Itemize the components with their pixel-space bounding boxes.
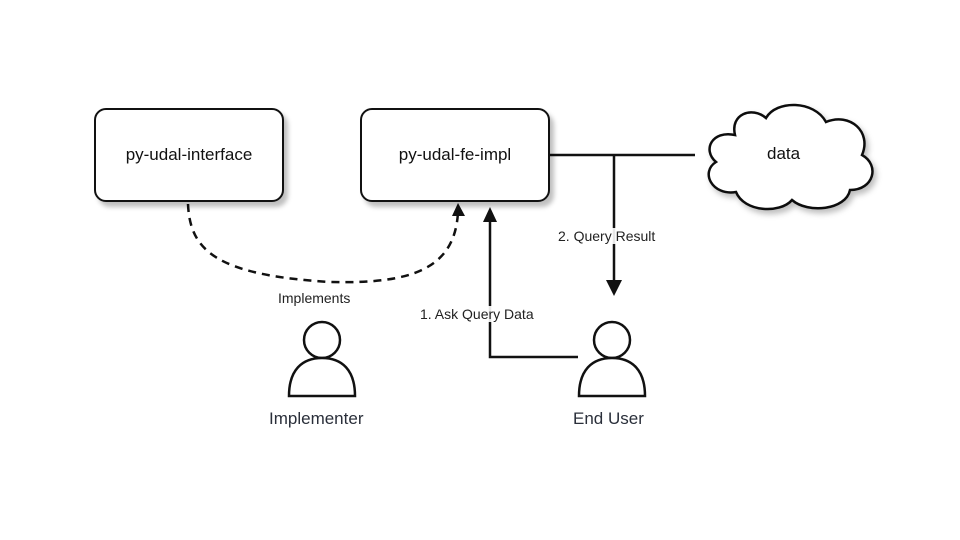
ask-query-edge-label: 1. Ask Query Data bbox=[418, 306, 536, 322]
py-udal-interface-node: py-udal-interface bbox=[94, 108, 284, 202]
implementer-actor-label: Implementer bbox=[269, 409, 364, 428]
ask-query-arrowhead bbox=[483, 207, 497, 222]
data-cloud bbox=[707, 103, 874, 211]
py-udal-interface-label: py-udal-interface bbox=[125, 145, 253, 164]
implementer-actor-icon bbox=[287, 320, 357, 398]
py-udal-fe-impl-label: py-udal-fe-impl bbox=[398, 145, 512, 164]
ask-query-edge bbox=[488, 220, 578, 359]
implements-arrowhead bbox=[452, 203, 465, 216]
implements-edge-label: Implements bbox=[276, 290, 353, 306]
end-user-actor-label: End User bbox=[573, 409, 644, 428]
query-result-arrowhead bbox=[606, 280, 622, 296]
implements-edge bbox=[186, 203, 460, 284]
data-cloud-label: data bbox=[767, 144, 801, 163]
py-udal-fe-impl-node: py-udal-fe-impl bbox=[360, 108, 550, 202]
end-user-actor-icon bbox=[577, 320, 647, 398]
query-result-edge-label: 2. Query Result bbox=[556, 228, 658, 244]
